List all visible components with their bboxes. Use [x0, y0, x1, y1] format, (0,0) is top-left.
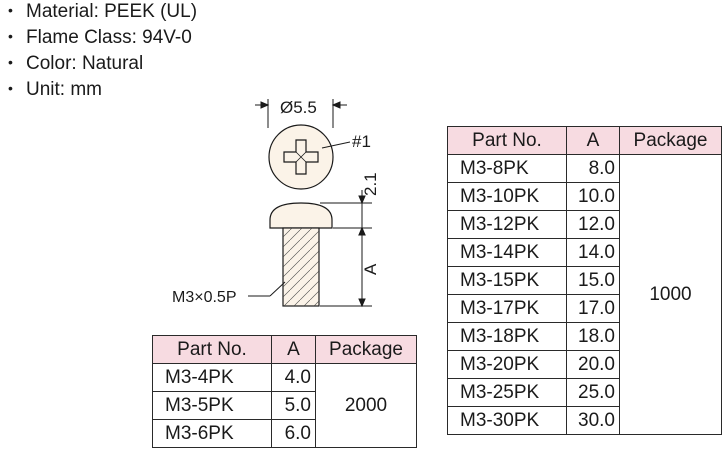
part-number: M3-4PK [152, 363, 272, 392]
part-number: M3-12PK [447, 210, 567, 239]
spec-material: Material: PEEK (UL) [8, 0, 197, 24]
header-part-no: Part No. [152, 335, 272, 364]
length-value: 30.0 [566, 406, 620, 435]
table-header-row: Part No. A Package [152, 335, 417, 364]
part-number: M3-25PK [447, 378, 567, 407]
table-row: M3-20PK 20.0 [447, 350, 722, 379]
part-number: M3-14PK [447, 238, 567, 267]
part-number: M3-20PK [447, 350, 567, 379]
table-row: M3-10PK 10.0 [447, 182, 722, 211]
length-value: 10.0 [566, 182, 620, 211]
drive-label: #1 [352, 132, 371, 151]
length-value: 6.0 [271, 419, 316, 448]
table-header-row: Part No. A Package [447, 126, 722, 155]
part-number: M3-5PK [152, 391, 272, 420]
length-value: 15.0 [566, 266, 620, 295]
length-value: 14.0 [566, 238, 620, 267]
spec-color: Color: Natural [8, 50, 197, 76]
length-value: 18.0 [566, 322, 620, 351]
table-row: M3-8PK 8.0 1000 [447, 154, 722, 435]
header-a: A [566, 126, 620, 155]
part-number: M3-30PK [447, 406, 567, 435]
thread-leader-line [248, 281, 286, 297]
table-row: M3-17PK 17.0 [447, 294, 722, 323]
length-value: 8.0 [566, 154, 620, 183]
thread-label: M3×0.5P [172, 289, 236, 306]
table-row: M3-15PK 15.0 [447, 266, 722, 295]
table-row: M3-6PK 6.0 [152, 419, 417, 448]
table-row: M3-4PK 4.0 2000 [152, 363, 417, 448]
part-number: M3-17PK [447, 294, 567, 323]
length-value: 12.0 [566, 210, 620, 239]
header-a: A [271, 335, 316, 364]
header-package: Package [619, 126, 722, 155]
part-number: M3-15PK [447, 266, 567, 295]
header-package: Package [315, 335, 417, 364]
length-value: 20.0 [566, 350, 620, 379]
part-number: M3-18PK [447, 322, 567, 351]
spec-unit: Unit: mm [8, 76, 197, 102]
table-row: M3-30PK 30.0 [447, 406, 722, 435]
length-value: 4.0 [271, 363, 316, 392]
head-diameter-dimension [255, 99, 347, 128]
length-value: 25.0 [566, 378, 620, 407]
screw-side-view [269, 202, 333, 307]
screw-head-top-view [268, 124, 334, 190]
table-row: M3-12PK 12.0 [447, 210, 722, 239]
spec-list: Material: PEEK (UL) Flame Class: 94V-0 C… [8, 0, 197, 102]
length-value: 5.0 [271, 391, 316, 420]
head-diameter-label: Ø5.5 [280, 98, 317, 117]
table-row: M3-18PK 18.0 [447, 322, 722, 351]
parts-table-large: Part No. A Package M3-8PK 8.0 1000 M3-10… [447, 126, 722, 435]
length-label: A [361, 263, 380, 275]
package-quantity: 1000 [619, 154, 722, 435]
drive-leader-line [321, 141, 351, 149]
spec-flame-class: Flame Class: 94V-0 [8, 24, 197, 50]
part-number: M3-6PK [152, 419, 272, 448]
table-row: M3-14PK 14.0 [447, 238, 722, 267]
header-part-no: Part No. [447, 126, 567, 155]
table-row: M3-25PK 25.0 [447, 378, 722, 407]
part-number: M3-8PK [447, 154, 567, 183]
length-dimension [320, 226, 372, 308]
parts-table-small: Part No. A Package M3-4PK 4.0 2000 M3-5P… [152, 335, 417, 448]
part-number: M3-10PK [447, 182, 567, 211]
head-height-label: 2.1 [361, 172, 380, 196]
length-value: 17.0 [566, 294, 620, 323]
package-quantity: 2000 [315, 363, 417, 448]
